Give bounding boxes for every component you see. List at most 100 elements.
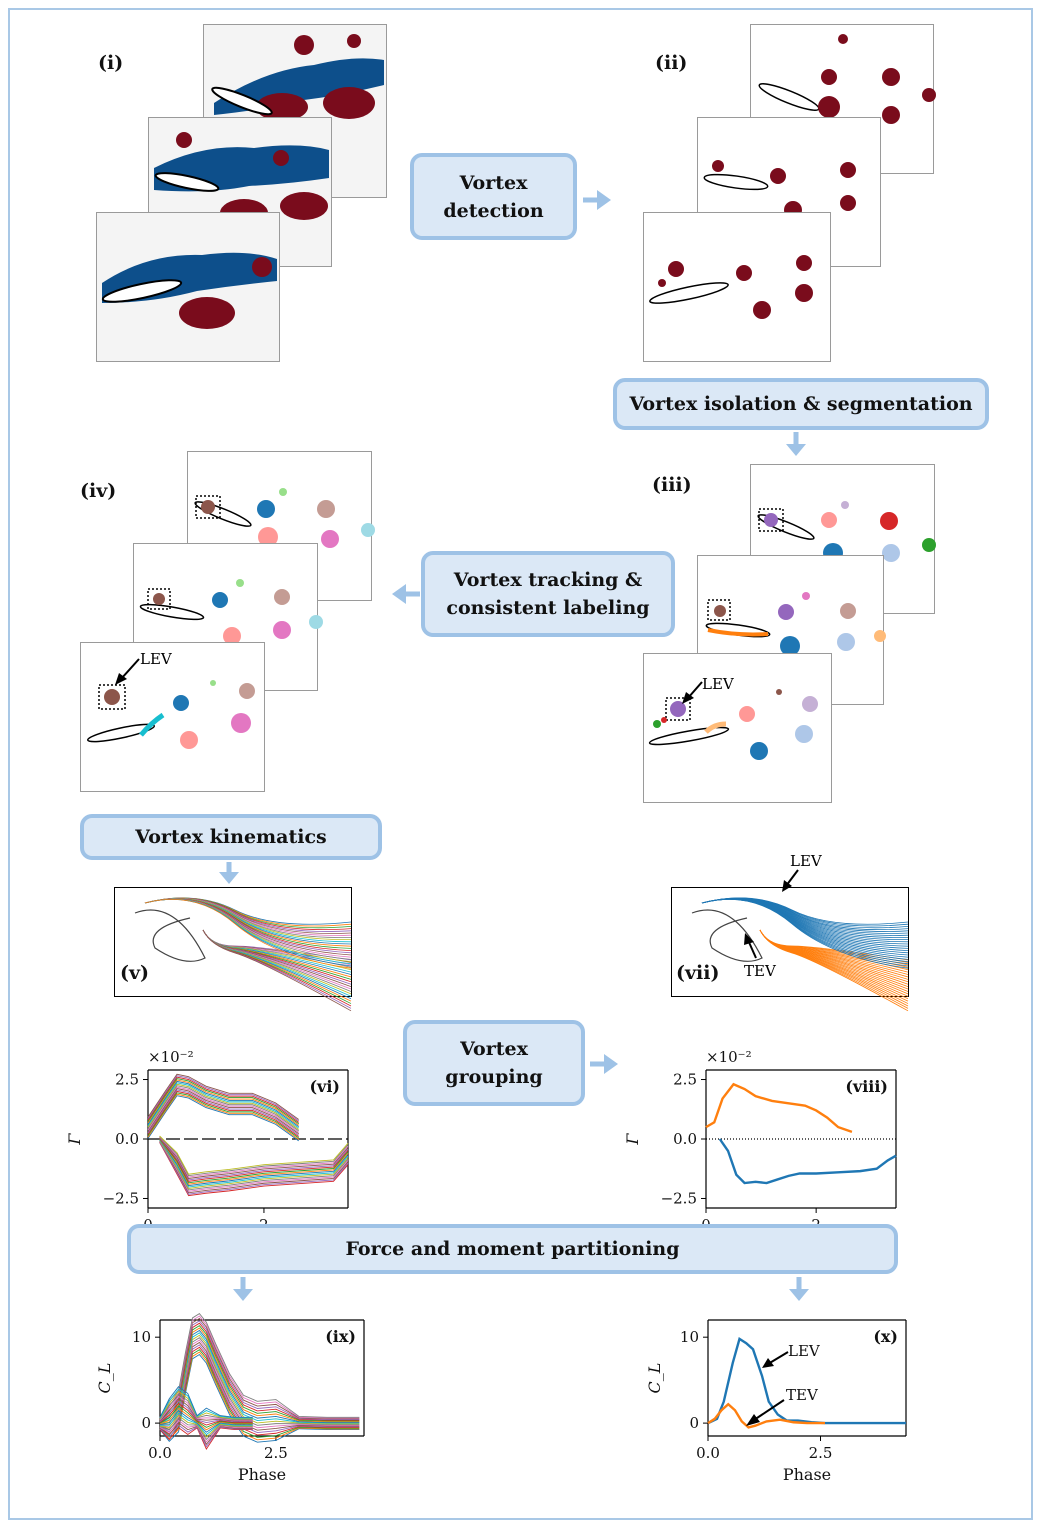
data-series-line [159, 1139, 349, 1188]
detection-plot-middle [703, 160, 856, 219]
panel-label: (vi) [309, 1077, 340, 1096]
data-series-line [147, 1078, 299, 1125]
vorticity-plot-back [211, 34, 384, 121]
traj-annotation-arrows [744, 869, 799, 959]
step-vortex-detection: Vortex detection [410, 153, 577, 240]
airfoil-path [134, 909, 206, 962]
data-series-line [159, 1313, 360, 1418]
tracking-plot-back [194, 488, 375, 548]
data-series-line [159, 1137, 349, 1181]
tracking-frame-front [80, 642, 265, 792]
panel-label-iii: (iii) [652, 474, 692, 496]
lev-label-segmented: LEV [702, 675, 734, 693]
x-tick-label: 0.0 [696, 1444, 720, 1462]
vorticity-frame-front [96, 212, 280, 362]
segmentation-plot-front [648, 681, 818, 760]
data-series-line [147, 1092, 299, 1139]
data-series-line [147, 1088, 299, 1135]
detection-frame-front [643, 212, 831, 362]
trajectory-upper [144, 898, 352, 969]
trajectory-plot-vii [671, 887, 909, 1012]
tev-label-cl: TEV [786, 1386, 819, 1404]
y-tick-label: −2.5 [103, 1189, 139, 1207]
data-series-line [159, 1390, 253, 1420]
step-vortex-tracking: Vortex tracking & consistent labeling [421, 551, 675, 637]
data-series-line [147, 1079, 299, 1126]
segmentation-plot-back [757, 501, 936, 563]
scale-note: ×10⁻² [706, 1048, 752, 1066]
data-series-line [147, 1076, 299, 1123]
y-axis-label: C_L [645, 1363, 664, 1394]
panel-label: (viii) [845, 1077, 888, 1096]
data-series-line [159, 1142, 349, 1197]
detection-plot-back [758, 34, 936, 124]
scale-note: ×10⁻² [148, 1048, 194, 1066]
panel-label: (ix) [325, 1327, 356, 1346]
panel-label-ii: (ii) [655, 52, 688, 74]
arrow-isolation [786, 432, 806, 456]
lev-arrowhead [762, 1358, 774, 1368]
y-tick-label: 2.5 [673, 1071, 697, 1089]
data-series-line [159, 1400, 253, 1424]
tev-arrowhead [746, 1414, 760, 1426]
data-series-line [159, 1138, 349, 1184]
figure-frame [8, 8, 1033, 1520]
data-series-line [159, 1141, 349, 1195]
data-series-line [147, 1082, 299, 1129]
data-series-line [147, 1095, 299, 1142]
tracking-plot-front [86, 658, 255, 749]
tev-label-trajectory: TEV [744, 962, 776, 980]
y-axis-label: Γ [65, 1133, 84, 1146]
x-tick-label: 0.0 [148, 1444, 172, 1462]
y-tick-label: 0.0 [115, 1130, 139, 1148]
arrow-kinematics [219, 862, 239, 884]
data-series-line [159, 1395, 253, 1421]
panel-label-v: (v) [120, 962, 150, 984]
vorticity-plot-front [101, 252, 277, 329]
data-series-line [147, 1083, 299, 1130]
detection-plot-front [649, 255, 813, 319]
arrow-partition-right [789, 1277, 809, 1301]
data-series-line [147, 1089, 299, 1136]
data-series-line [147, 1085, 299, 1132]
data-series-line [147, 1090, 299, 1137]
x-axis-label: Phase [783, 1465, 831, 1484]
y-tick-label: 0 [141, 1414, 151, 1432]
y-tick-label: 10 [132, 1328, 151, 1346]
panel-label: (x) [873, 1327, 898, 1346]
data-series-line [159, 1136, 349, 1179]
x-tick-label: 2.5 [809, 1444, 833, 1462]
data-series-line [159, 1136, 349, 1178]
data-series-line [705, 1082, 853, 1133]
trajectory-lines-vii [691, 897, 909, 1012]
data-series-line [147, 1080, 299, 1127]
segmentation-frame-front [643, 653, 832, 803]
data-series-line [147, 1073, 299, 1120]
arrow-tracking [392, 584, 420, 604]
data-series-line [159, 1139, 349, 1187]
data-series-line [159, 1137, 349, 1182]
lev-label-trajectory: LEV [790, 852, 822, 870]
y-tick-label: 0.0 [673, 1130, 697, 1148]
data-series-line [147, 1086, 299, 1133]
arrow-grouping [590, 1054, 618, 1074]
y-tick-label: 0 [689, 1414, 699, 1432]
lev-label-tracked: LEV [140, 650, 172, 668]
trajectory-lines-v [134, 897, 352, 1012]
data-series-line [159, 1140, 349, 1192]
data-series-line [159, 1135, 349, 1175]
data-series-line [159, 1412, 253, 1436]
segmentation-plot-middle [705, 592, 886, 656]
x-axis-label: Phase [238, 1465, 286, 1484]
data-series-line [159, 1136, 349, 1177]
panel-label-iv: (iv) [80, 480, 117, 502]
x-tick-label: 2.5 [264, 1444, 288, 1462]
tev-arrow [753, 1399, 785, 1421]
y-tick-label: −2.5 [661, 1189, 697, 1207]
data-series-line [159, 1140, 349, 1191]
data-series-line [159, 1393, 253, 1420]
data-series-line [159, 1414, 253, 1438]
trajectory-upper [701, 898, 909, 969]
y-axis-label: C_L [95, 1363, 114, 1394]
data-series-line [707, 1402, 825, 1429]
